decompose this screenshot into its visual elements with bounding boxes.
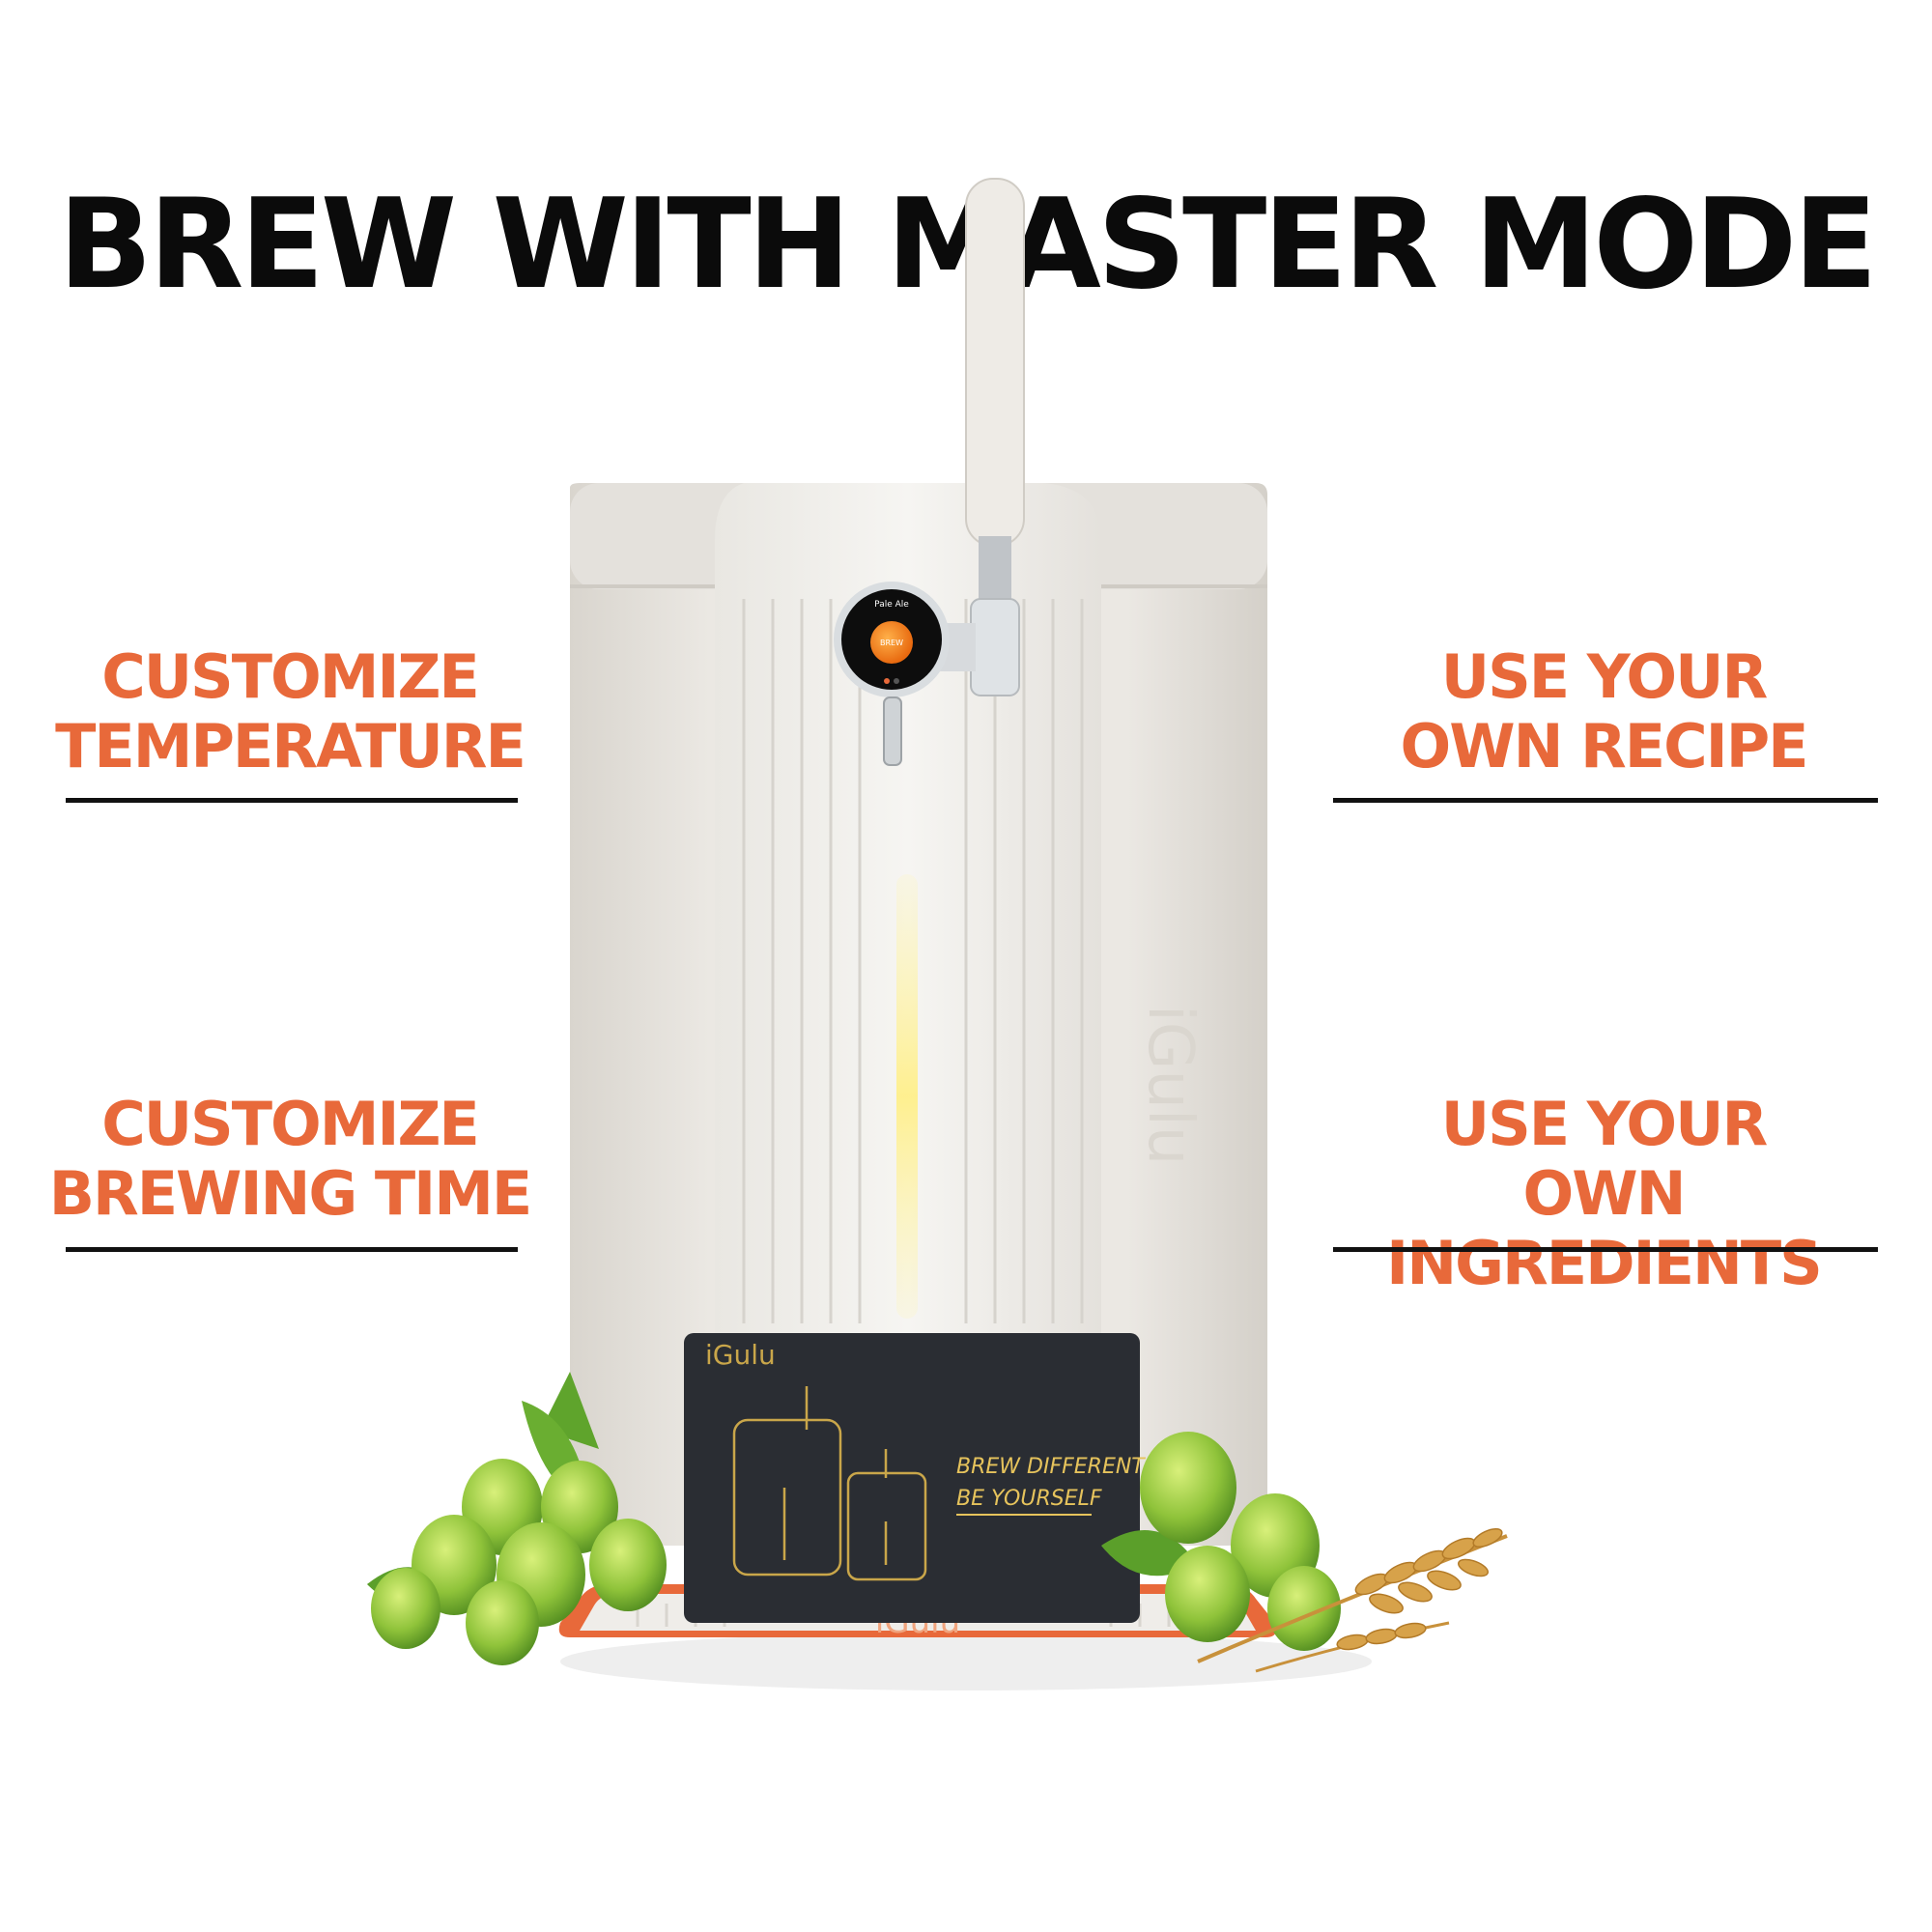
- feature-own-recipe: USE YOUR OWN RECIPE: [1333, 642, 1874, 781]
- card-tagline-1: BREW DIFFERENT: [956, 1455, 1146, 1479]
- feature-line-1: USE YOUR: [1440, 641, 1768, 712]
- hops-left: [367, 1372, 667, 1665]
- wheat-stalks: [1197, 1527, 1508, 1673]
- feature-line-1: CUSTOMIZE: [101, 1089, 480, 1159]
- feature-customize-brewing-time: CUSTOMIZE BREWING TIME: [19, 1090, 560, 1229]
- divider-left-bottom: [66, 1247, 518, 1252]
- screen-brew-button: BREW: [880, 639, 903, 647]
- side-logo: iGulu: [1134, 1005, 1206, 1165]
- divider-right-top: [1333, 798, 1878, 803]
- divider-left-top: [66, 798, 518, 803]
- feature-line-1: CUSTOMIZE: [101, 641, 480, 712]
- display-screen: Pale Ale BREW: [834, 582, 950, 766]
- feature-line-2: BREWING TIME: [48, 1158, 533, 1229]
- card-tagline-2: BE YOURSELF: [956, 1487, 1102, 1511]
- feature-line-2: TEMPERATURE: [55, 711, 526, 781]
- feature-line-2: OWN RECIPE: [1400, 711, 1808, 781]
- card-logo: iGulu: [705, 1339, 776, 1371]
- hops-right: [1101, 1432, 1341, 1651]
- tap-handle: [927, 178, 1025, 696]
- feature-customize-temperature: CUSTOMIZE TEMPERATURE: [19, 642, 560, 781]
- screen-title: Pale Ale: [874, 600, 909, 610]
- feature-line-1: USE YOUR: [1440, 1089, 1768, 1159]
- divider-right-bottom: [1333, 1247, 1878, 1252]
- feature-own-ingredients: USE YOUR OWN INGREDIENTS: [1314, 1090, 1893, 1298]
- feature-line-2: OWN INGREDIENTS: [1386, 1158, 1823, 1298]
- brand-card: iGulu BREW DIFFERENT BE YOURSELF: [684, 1333, 1146, 1623]
